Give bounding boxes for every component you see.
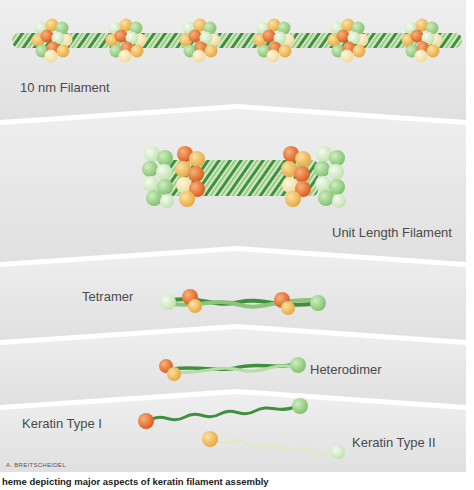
stage-band: Tetramer [0, 267, 466, 324]
unit-length-filament [142, 146, 346, 208]
stage-label: Heterodimer [310, 362, 382, 377]
stage-label: Keratin Type II [352, 435, 436, 450]
stage-band: Keratin Type I Keratin Type II [0, 410, 466, 472]
heterodimer-figure [159, 357, 306, 381]
keratin-chains [138, 398, 345, 459]
band-backgrounds [0, 0, 466, 472]
stage-label: Tetramer [82, 289, 133, 304]
stage-label: Keratin Type I [22, 416, 102, 431]
stage-band: Heterodimer [0, 345, 466, 389]
stage-label: Unit Length Filament [332, 225, 452, 240]
figure-caption: heme depicting major aspects of keratin … [2, 476, 269, 487]
stage-band: Unit Length Filament [0, 125, 466, 246]
ten-nm-filament [12, 19, 462, 63]
stage-label: 10 nm Filament [20, 80, 110, 95]
artist-credit: A. BREITSCHEIDEL [6, 462, 66, 468]
tetramer-figure [160, 289, 326, 315]
stage-band: 10 nm Filament [0, 0, 466, 104]
